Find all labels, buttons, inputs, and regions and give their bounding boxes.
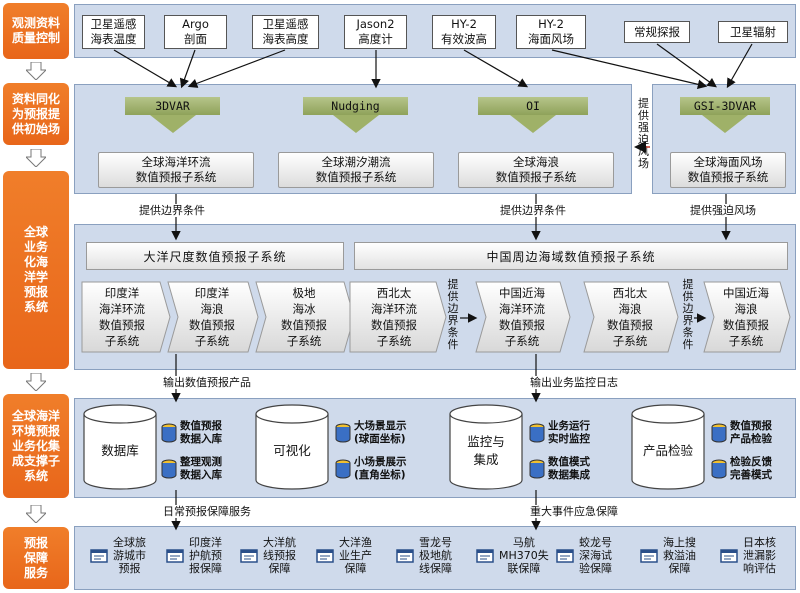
vis-item-small-scene: 小场景展示 (直角坐标) [334, 456, 407, 482]
obs-hy2-wave: HY-2 有效波高 [432, 15, 496, 49]
support-cylinders [83, 404, 705, 490]
stage-support: 全球海洋 环境预报 业务化集 成支撑子 系统 [3, 394, 69, 498]
method-3dvar-arrow [149, 115, 196, 133]
document-icon [476, 548, 494, 563]
sys-nwp-wave: 西北太 海浪 数值预报 子系统 [607, 286, 653, 348]
unit-monitor: 监控与 集成 [467, 434, 505, 467]
service-item: 雪龙号 极地航 线保障 [396, 536, 452, 575]
document-icon [720, 548, 738, 563]
service-item: 大洋航 线预报 保障 [240, 536, 296, 575]
mon-item-realtime: 业务运行 实时监控 [528, 420, 590, 446]
document-icon [240, 548, 258, 563]
label-emergency-service: 重大事件应急保障 [530, 505, 618, 518]
method-oi: OI [478, 97, 588, 137]
mon-item-integration: 数值模式 数据集成 [528, 456, 590, 482]
obs-sst: 卫星遥感 海表温度 [82, 15, 145, 49]
document-icon [166, 548, 184, 563]
obs-conventional: 常规探报 [624, 21, 690, 43]
method-gsi-3dvar: GSI-3DVAR [680, 97, 770, 137]
database-icon [528, 423, 546, 443]
label-output-products: 输出数值预报产品 [163, 376, 251, 389]
sys-china-wave: 中国近海 海浪 数值预报 子系统 [723, 286, 769, 348]
database-icon [334, 459, 352, 479]
header-ocean-scale: 大洋尺度数值预报子系统 [86, 242, 344, 270]
sys-global-wind: 全球海面风场 数值预报子系统 [670, 152, 786, 188]
database-icon [160, 423, 178, 443]
sys-nwp-circulation: 西北太 海洋环流 数值预报 子系统 [371, 286, 417, 348]
unit-visualization: 可视化 [273, 443, 311, 458]
database-icon [710, 423, 728, 443]
label-boundary-1: 提供边界条件 [139, 204, 205, 217]
stage-arrow-4 [26, 505, 46, 523]
vis-item-large-scene: 大场景显示 (球面坐标) [334, 420, 407, 446]
db-item-obs-import: 整理观测 数据入库 [160, 456, 222, 482]
service-panel [74, 526, 796, 590]
sys-polar-ice: 极地 海冰 数值预报 子系统 [281, 286, 327, 348]
stage-arrow-2 [26, 149, 46, 167]
database-icon [334, 423, 352, 443]
ver-item-product-check: 数值预报 产品检验 [710, 420, 772, 446]
service-item: 蛟龙号 深海试 验保障 [556, 536, 612, 575]
china-chevrons [349, 281, 791, 353]
stage-service: 预报 保障 服务 [3, 527, 69, 589]
method-nudging-arrow [332, 115, 379, 133]
service-item: 海上搜 救溢油 保障 [640, 536, 696, 575]
document-icon [316, 548, 334, 563]
database-icon [710, 459, 728, 479]
obs-ssh: 卫星遥感 海表高度 [252, 15, 319, 49]
method-nudging: Nudging [303, 97, 408, 137]
service-item: 日本核 泄漏影 响评估 [720, 536, 776, 575]
stage-qc: 观测资料 质量控制 [3, 3, 69, 59]
ver-item-feedback: 检验反馈 完善模式 [710, 456, 772, 482]
obs-hy2-wind: HY-2 海面风场 [516, 15, 586, 49]
label-china-boundary-1: 提供边界条件 [447, 278, 459, 351]
stage-assimilation: 资料同化 为预报提 供初始场 [3, 83, 69, 145]
obs-argo: Argo 剖面 [164, 15, 227, 49]
service-item: 马航 MH370失 联保障 [476, 536, 549, 575]
sys-china-circulation: 中国近海 海洋环流 数值预报 子系统 [499, 286, 545, 348]
service-item: 全球旅 游城市 预报 [90, 536, 146, 575]
method-gsi-3dvar-arrow [702, 115, 748, 133]
stage-arrow-1 [26, 62, 46, 80]
document-icon [90, 548, 108, 563]
db-item-forecast-import: 数值预报 数据入库 [160, 420, 222, 446]
database-icon [160, 459, 178, 479]
label-output-logs: 输出业务监控日志 [530, 376, 618, 389]
sys-global-circulation: 全球海洋环流 数值预报子系统 [98, 152, 254, 188]
unit-database: 数据库 [101, 443, 139, 458]
document-icon [640, 548, 658, 563]
service-item: 大洋渔 业生产 保障 [316, 536, 372, 575]
obs-jason2: Jason2 高度计 [344, 15, 407, 49]
sys-indian-circulation: 印度洋 海洋环流 数值预报 子系统 [99, 286, 145, 348]
sys-global-wave: 全球海浪 数值预报子系统 [458, 152, 614, 188]
stage-arrow-3 [26, 373, 46, 391]
service-item: 印度洋 护航预 报保障 [166, 536, 222, 575]
label-boundary-2: 提供边界条件 [500, 204, 566, 217]
ocean-chevrons [81, 281, 355, 353]
label-wind-forcing: 提供强迫风场 [690, 204, 756, 217]
method-3dvar: 3DVAR [125, 97, 220, 137]
header-china-seas: 中国周边海域数值预报子系统 [354, 242, 788, 270]
document-icon [556, 548, 574, 563]
unit-verification: 产品检验 [642, 443, 693, 458]
stage-forecast: 全球 业务 化海 洋学 预报 系统 [3, 171, 69, 369]
document-icon [396, 548, 414, 563]
method-oi-arrow [510, 115, 556, 133]
database-icon [528, 459, 546, 479]
obs-radiation: 卫星辐射 [718, 21, 788, 43]
sys-global-tide: 全球潮汐潮流 数值预报子系统 [278, 152, 434, 188]
label-china-boundary-2: 提供边界条件 [682, 278, 694, 351]
sys-indian-wave: 印度洋 海浪 数值预报 子系统 [189, 286, 235, 348]
label-daily-service: 日常预报保障服务 [163, 505, 251, 518]
